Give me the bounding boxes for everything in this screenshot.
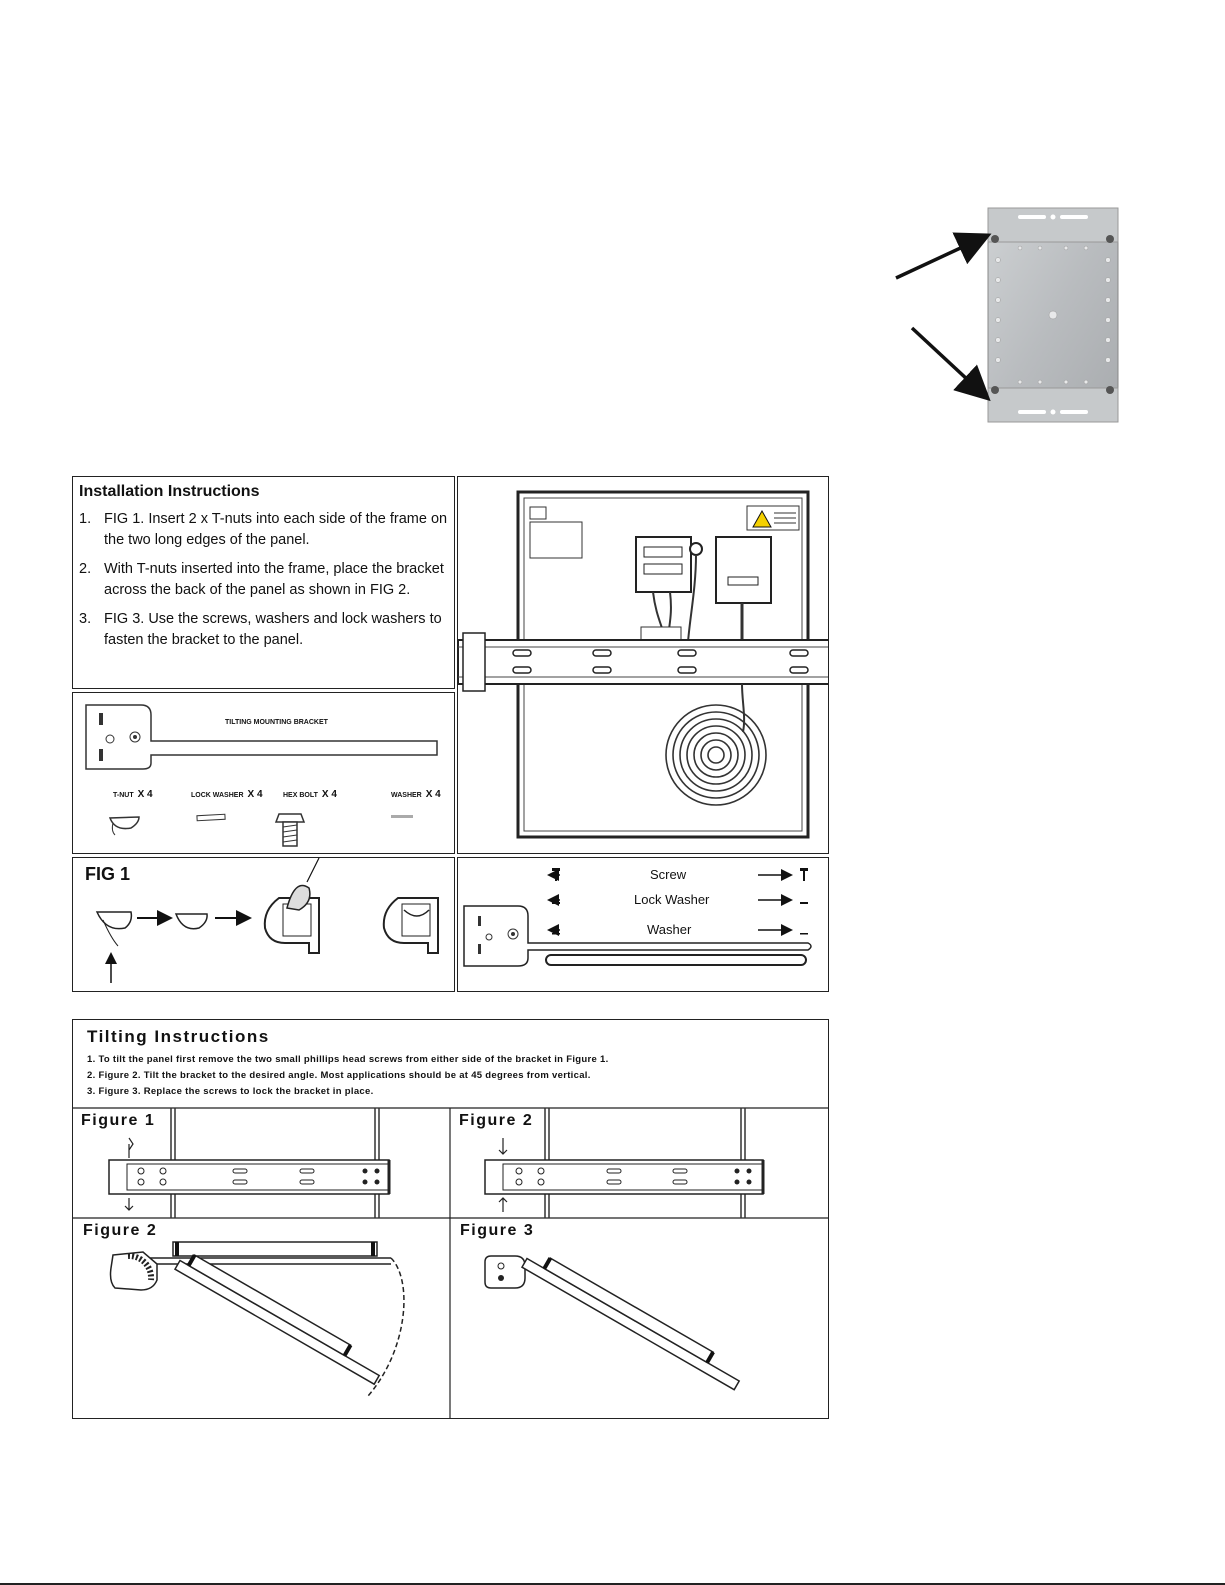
tilting-step: 1. To tilt the panel first remove the tw… (87, 1054, 609, 1065)
screw-label: Screw (647, 867, 690, 882)
installation-steps: 1.FIG 1. Insert 2 x T-nuts into each sid… (77, 509, 449, 659)
installation-title: Installation Instructions (79, 483, 260, 500)
figure1-label: Figure 1 (81, 1112, 156, 1129)
tilting-step: 3. Figure 3. Replace the screws to lock … (87, 1086, 374, 1097)
figure2-top-label: Figure 2 (459, 1112, 534, 1129)
figure1-drawing (108, 1108, 391, 1218)
fig1-box: FIG 1 (72, 857, 455, 992)
tilting-instructions-box: Tilting Instructions 1. To tilt the pane… (72, 1019, 829, 1419)
figure2-bottom-label: Figure 2 (83, 1222, 158, 1239)
installation-instructions-box: Installation Instructions 1.FIG 1. Inser… (72, 476, 455, 689)
figure2-tilt-drawing (109, 1241, 405, 1397)
lock-washer-label: Lock Washer (631, 892, 713, 907)
installation-step: 2.With T-nuts inserted into the frame, p… (79, 561, 444, 598)
installation-step: 1.FIG 1. Insert 2 x T-nuts into each sid… (79, 511, 448, 548)
hardware-box: Screw Lock Washer Washer (457, 857, 829, 992)
tilting-steps: 1. To tilt the panel first remove the tw… (87, 1052, 609, 1100)
tilting-step: 2. Figure 2. Tilt the bracket to the des… (87, 1070, 591, 1081)
figure3-label: Figure 3 (460, 1222, 535, 1239)
tilting-title: Tilting Instructions (87, 1027, 270, 1046)
bracket-photo (880, 200, 1140, 435)
fig1-label: FIG 1 (85, 864, 131, 884)
installation-step: 3.FIG 3. Use the screws, washers and loc… (79, 611, 442, 648)
bottom-rule (0, 1583, 1225, 1585)
washer-label: Washer (644, 922, 695, 937)
bracket-label: TILTING MOUNTING BRACKET (225, 719, 328, 726)
figure3-drawing (484, 1255, 741, 1391)
figure2-top-drawing (484, 1108, 765, 1218)
panel-back-figure (457, 476, 829, 854)
